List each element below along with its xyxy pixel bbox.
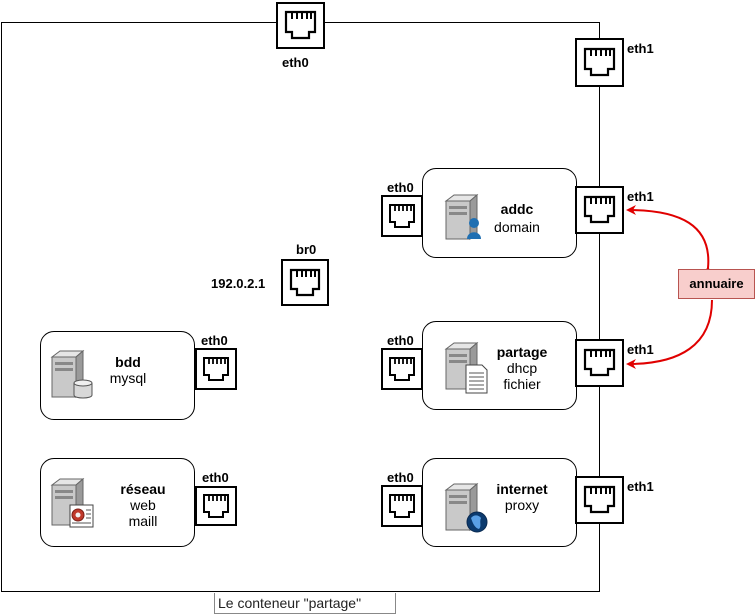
host-title: internet [496,481,548,497]
host-title: partage [496,344,548,360]
host-text-partage: partage dhcp fichier [489,344,555,392]
host-text-addc: addc domain [487,201,547,235]
container-port-label-right: eth1 [627,41,654,56]
host-port-label: eth0 [387,333,414,348]
host-line: web [130,497,156,513]
host-port-label: eth0 [387,180,414,195]
ethernet-port-icon [575,38,624,87]
container-port-label-top: eth0 [282,55,309,70]
host-line: domain [494,219,540,235]
host-text-reseau: réseau web maill [111,481,175,529]
host-title: bdd [115,354,141,370]
host-line: mysql [109,370,147,386]
container-caption: Le conteneur "partage" [214,593,396,614]
host-text-internet: internet proxy [489,481,555,513]
ethernet-port-icon [575,339,624,387]
server-user-icon [444,193,481,241]
ethernet-port-icon [195,348,237,390]
host-line: proxy [504,497,540,513]
server-file-icon [444,341,488,394]
host-port-label: eth0 [202,470,229,485]
host-line: maill [128,513,158,529]
server-database-icon [50,349,93,399]
host-title: réseau [120,481,166,497]
server-globe-icon [444,482,488,533]
host-title: addc [500,201,534,217]
ethernet-port-icon [575,476,624,524]
host-line: fichier [503,376,541,392]
host-port-label: eth1 [627,189,654,204]
ethernet-port-icon [381,195,423,237]
server-web-icon [50,477,94,528]
ethernet-port-icon [575,186,624,234]
host-text-bdd: bdd mysql [98,354,158,386]
bridge-ip: 192.0.2.1 [211,276,266,291]
host-port-label: eth0 [201,333,228,348]
host-port-label: eth1 [627,342,654,357]
host-line: dhcp [506,360,538,376]
annuaire-label: annuaire [678,269,755,299]
ethernet-port-icon [281,259,329,306]
ethernet-port-icon [195,486,237,526]
bridge-name: br0 [296,242,317,257]
host-box-bdd [40,331,195,420]
ethernet-port-icon [381,348,423,390]
ethernet-port-icon [276,2,325,49]
host-port-label: eth1 [627,479,654,494]
host-port-label: eth0 [387,470,414,485]
ethernet-port-icon [381,485,423,527]
